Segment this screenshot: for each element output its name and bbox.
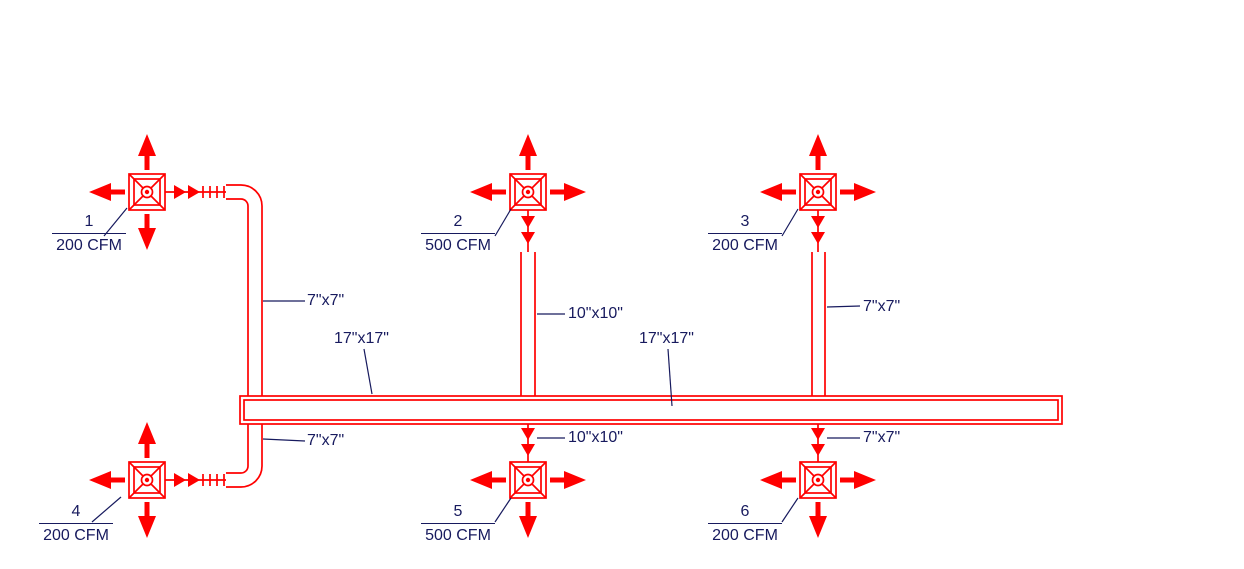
duct-size-label-main-right: 17"x17"	[639, 330, 694, 347]
airflow-arrow-down-icon	[519, 502, 537, 538]
flex-connector-diffuser-5	[521, 428, 535, 456]
airflow-arrow-up-icon	[519, 134, 537, 170]
airflow-arrow-up-icon	[138, 134, 156, 170]
flex-connector-diffuser-1	[174, 185, 200, 199]
airflow-arrow-left-icon	[89, 471, 125, 489]
diffuser-number: 3	[740, 213, 750, 230]
airflow-arrow-left-icon	[470, 471, 506, 489]
ceiling-diffuser-icon	[799, 173, 837, 211]
label-divider	[39, 523, 113, 524]
diffuser-4-label: 4 200 CFM	[39, 502, 113, 545]
diffuser-number: 2	[453, 213, 463, 230]
diffuser-cfm: 200 CFM	[712, 527, 778, 544]
flex-connector-diffuser-3	[811, 216, 825, 244]
duct-size-label-branch-5: 10"x10"	[568, 429, 623, 446]
diffuser-cfm: 200 CFM	[712, 237, 778, 254]
ceiling-diffuser-icon	[128, 461, 166, 499]
airflow-arrow-left-icon	[760, 183, 796, 201]
duct-size-label-main-left: 17"x17"	[334, 330, 389, 347]
diffuser-2-symbol	[470, 134, 586, 211]
duct-size-label-branch-3: 7"x7"	[863, 298, 901, 315]
label-divider	[52, 233, 126, 234]
duct-size-label-branch-1: 7"x7"	[307, 292, 345, 309]
diffuser-cfm: 500 CFM	[425, 527, 491, 544]
main-duct	[239, 395, 1063, 425]
airflow-arrow-down-icon	[809, 502, 827, 538]
diffuser-6-label: 6 200 CFM	[708, 502, 782, 545]
diffuser-number: 1	[84, 213, 94, 230]
diffuser-5-label: 5 500 CFM	[421, 502, 495, 545]
airflow-arrow-down-icon	[138, 502, 156, 538]
diffuser-3-symbol	[760, 134, 876, 211]
airflow-arrow-up-icon	[138, 422, 156, 458]
ceiling-diffuser-icon	[509, 173, 547, 211]
airflow-arrow-right-icon	[550, 471, 586, 489]
airflow-arrow-left-icon	[760, 471, 796, 489]
airflow-arrow-right-icon	[550, 183, 586, 201]
ceiling-diffuser-icon	[509, 461, 547, 499]
diffuser-number: 6	[740, 503, 750, 520]
flex-connector-diffuser-4	[174, 473, 200, 487]
label-divider	[421, 233, 495, 234]
branch-duct-diffuser-1	[165, 184, 263, 396]
branch-duct-diffuser-4	[165, 424, 263, 488]
airflow-arrow-down-icon	[138, 214, 156, 250]
airflow-arrow-left-icon	[89, 183, 125, 201]
flex-connector-diffuser-2	[521, 216, 535, 244]
diffuser-1-label: 1 200 CFM	[52, 212, 126, 255]
airflow-arrow-left-icon	[470, 183, 506, 201]
diffuser-number: 4	[71, 503, 81, 520]
label-divider	[708, 233, 782, 234]
diffuser-3-label: 3 200 CFM	[708, 212, 782, 255]
airflow-arrow-right-icon	[840, 471, 876, 489]
airflow-arrow-right-icon	[840, 183, 876, 201]
duct-size-label-branch-2: 10"x10"	[568, 305, 623, 322]
ceiling-diffuser-icon	[128, 173, 166, 211]
diffuser-cfm: 500 CFM	[425, 237, 491, 254]
label-divider	[421, 523, 495, 524]
flex-connector-diffuser-6	[811, 428, 825, 456]
ceiling-diffuser-icon	[799, 461, 837, 499]
diffuser-cfm: 200 CFM	[43, 527, 109, 544]
duct-size-label-branch-6: 7"x7"	[863, 429, 901, 446]
airflow-arrow-up-icon	[809, 134, 827, 170]
diffuser-cfm: 200 CFM	[56, 237, 122, 254]
label-divider	[708, 523, 782, 524]
diffuser-number: 5	[453, 503, 463, 520]
duct-size-label-branch-4: 7"x7"	[307, 432, 345, 449]
diffuser-2-label: 2 500 CFM	[421, 212, 495, 255]
annotation-leader-lines	[91, 207, 861, 523]
